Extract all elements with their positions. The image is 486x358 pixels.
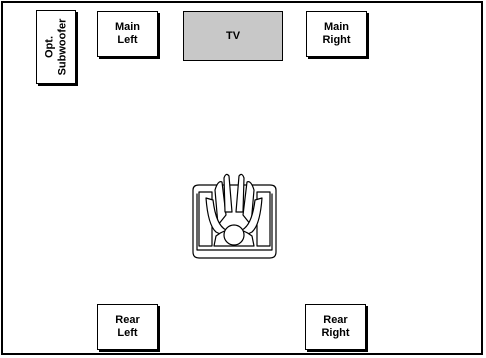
- right-foot: [236, 174, 244, 212]
- head: [224, 225, 244, 245]
- left-foot: [224, 174, 232, 212]
